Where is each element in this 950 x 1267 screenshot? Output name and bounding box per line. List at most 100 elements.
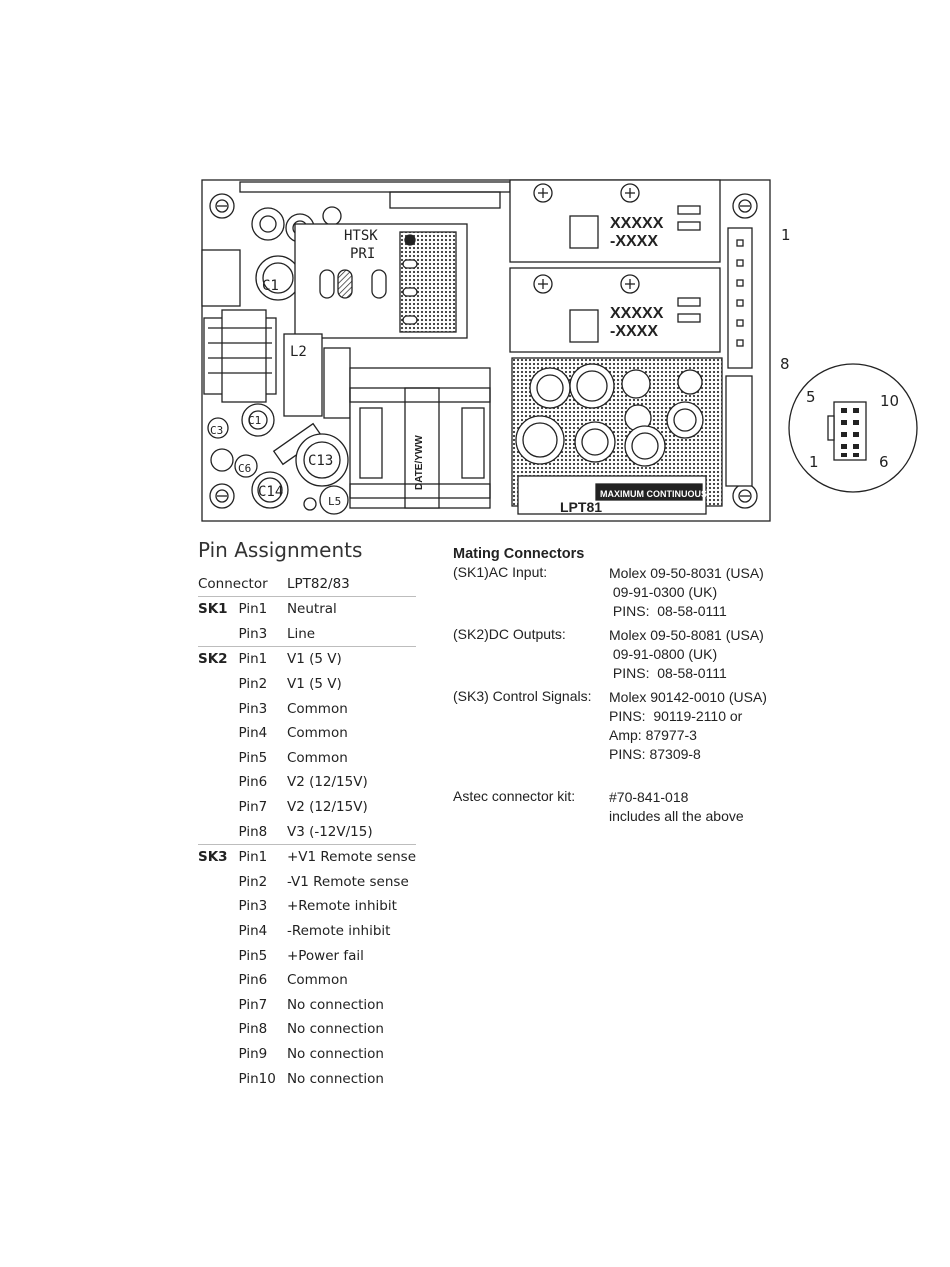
pin-cell: Pin6	[238, 972, 268, 989]
connector-cell	[198, 795, 239, 820]
connector-cell	[198, 672, 239, 697]
mating-connectors-section: Mating Connectors (SK1)AC Input:Molex 09…	[453, 546, 793, 828]
part-number-line: Molex 09-50-8081 (USA)	[609, 627, 764, 643]
pin-cell: Pin4	[238, 923, 268, 940]
connector-cell	[198, 968, 239, 993]
connector-cell	[198, 1042, 239, 1067]
output-module-2	[509, 267, 721, 353]
label-htsk: HTSK	[344, 228, 378, 244]
pin-cell: Pin1	[238, 595, 287, 622]
function-cell: +Power fail	[286, 947, 364, 964]
table-row: Pin6 V2 (12/15V)	[198, 770, 416, 795]
part-number-line: PINS: 90119-2110 or	[609, 708, 743, 724]
pin-cell: Pin7	[238, 799, 268, 816]
mating-entry-parts: Molex 09-50-8081 (USA) 09-91-0800 (UK) P…	[609, 626, 764, 683]
function-cell: -V1 Remote sense	[286, 873, 409, 890]
sk1-connector	[201, 249, 241, 307]
connector-cell	[198, 622, 239, 647]
label-l5: L5	[328, 495, 341, 508]
function-cell: Common	[286, 749, 348, 766]
function-cell: V2 (12/15V)	[286, 774, 368, 791]
pin-cell: Pin6	[238, 774, 268, 791]
mating-entry-parts: Molex 90142-0010 (USA) PINS: 90119-2110 o…	[609, 688, 767, 764]
label-lpt81: LPT81	[560, 499, 602, 515]
module-label-2b: -XXXX	[610, 323, 658, 340]
sk3-pin10-label: 10	[880, 392, 900, 410]
table-row: Pin4 -Remote inhibit	[198, 919, 416, 944]
function-cell: Common	[286, 725, 348, 742]
sk3-pin1-label: 1	[809, 453, 819, 471]
function-cell: No connection	[286, 1045, 384, 1062]
pin-cell: Pin5	[238, 947, 268, 964]
function-cell: Line	[286, 625, 316, 642]
connector-cell: SK1	[198, 595, 239, 622]
function-cell: -Remote inhibit	[286, 923, 391, 940]
part-number-line: Molex 90142-0010 (USA)	[609, 689, 767, 705]
pin-cell: Pin1	[238, 646, 287, 672]
power-supply-board-drawing: HTSK PRI C1 L2 C13 C14 C1 C3 C6 L5 XXXXX…	[201, 179, 771, 522]
pin-cell: Pin1	[238, 843, 287, 870]
sk3-pin5-label: 5	[806, 388, 816, 406]
label-c13: C13	[308, 453, 333, 469]
table-row: Pin5 Common	[198, 746, 416, 771]
table-row: Pin3+Remote inhibit	[198, 894, 416, 919]
table-row: Pin2 V1 (5 V)	[198, 672, 416, 697]
connector-cell	[198, 1017, 239, 1042]
sk2-pin1-label: 1	[781, 226, 791, 244]
label-l2: L2	[290, 344, 307, 360]
pin-cell: Pin10	[238, 1070, 276, 1087]
connector-cell	[198, 770, 239, 795]
sk2-connector	[727, 227, 753, 369]
connector-cell	[198, 696, 239, 721]
mating-connectors-list: (SK1)AC Input:Molex 09-50-8031 (USA) 09-…	[453, 564, 793, 828]
part-number-line: Molex 09-50-8031 (USA)	[609, 565, 764, 581]
table-header-row: Connector LPT82/83	[198, 572, 416, 597]
table-row: Pin7 No connection	[198, 993, 416, 1018]
function-cell: V2 (12/15V)	[286, 799, 368, 816]
connector-cell	[198, 919, 239, 944]
pin-cell: Pin2	[238, 676, 268, 693]
connector-cell	[198, 993, 239, 1018]
mating-entry-label: Astec connector kit:	[453, 788, 576, 804]
function-cell: +Remote inhibit	[286, 898, 397, 915]
mating-entry: (SK2)DC Outputs: Molex 09-50-8081 (USA) 0…	[453, 626, 793, 688]
label-c3: C3	[210, 424, 223, 437]
module-label-1a: XXXXX	[610, 215, 664, 232]
sk2-pin8-label: 8	[780, 355, 790, 373]
connector-cell	[198, 894, 239, 919]
table-row: Pin3 Line	[198, 622, 416, 647]
function-cell: No connection	[286, 996, 384, 1013]
pin-cell: Pin8	[238, 823, 268, 840]
part-number-line: PINS: 08-58-0111	[609, 665, 727, 681]
connector-cell: SK2	[198, 646, 239, 672]
header-connector: Connector	[198, 576, 268, 592]
label-maximum: MAXIMUM CONTINUOUS	[600, 489, 707, 499]
pin-assignments-title: Pin Assignments	[198, 538, 363, 562]
table-row: Pin3 Common	[198, 696, 416, 721]
function-cell: Neutral	[286, 595, 416, 622]
table-row: Pin7 V2 (12/15V)	[198, 795, 416, 820]
function-cell: No connection	[286, 1021, 384, 1038]
pin-cell: Pin3	[238, 700, 268, 717]
pin-cell: Pin3	[238, 625, 268, 642]
part-number-line: Amp: 87977-3	[609, 727, 697, 743]
pin-cell: Pin5	[238, 749, 268, 766]
connector-cell	[198, 746, 239, 771]
function-cell: V1 (5 V)	[286, 676, 342, 693]
connector-cell	[198, 819, 239, 844]
mating-entry-label: (SK2)DC Outputs:	[453, 626, 566, 642]
mating-entry: (SK1)AC Input:Molex 09-50-8031 (USA) 09-…	[453, 564, 793, 626]
function-cell: Common	[286, 700, 348, 717]
table-row: Pin5 +Power fail	[198, 943, 416, 968]
connector-cell	[198, 870, 239, 895]
header-model: LPT82/83	[286, 576, 350, 592]
pin-cell: Pin7	[238, 996, 268, 1013]
